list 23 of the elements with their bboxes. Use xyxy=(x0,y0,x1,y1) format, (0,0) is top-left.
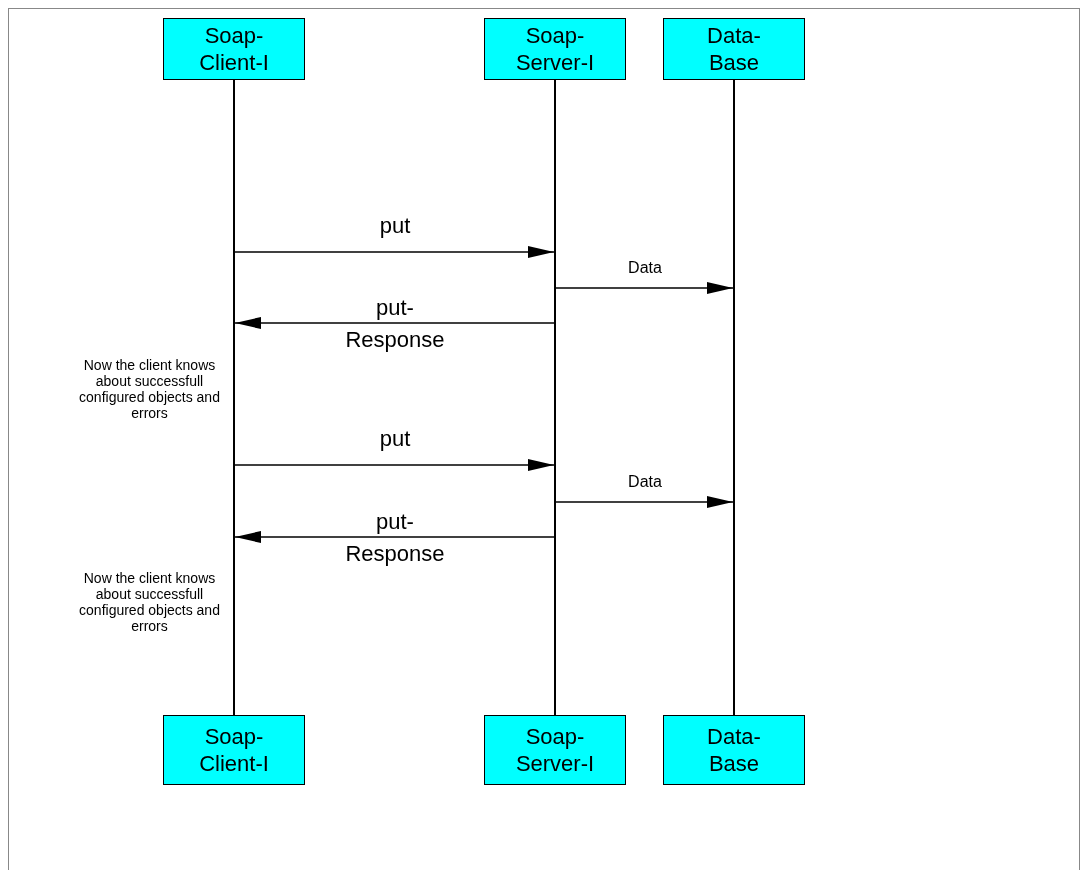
message-label: put xyxy=(378,425,412,453)
message-label: Data xyxy=(627,258,663,278)
participant-box: Soap- Server-I xyxy=(484,715,626,785)
message-arrow xyxy=(234,246,555,258)
message-label: put- Response xyxy=(344,294,446,354)
lifeline xyxy=(233,80,235,715)
message-label: Data xyxy=(627,472,663,492)
participant-box: Soap- Client-I xyxy=(163,18,305,80)
message-arrow xyxy=(234,459,555,471)
participant-box: Data- Base xyxy=(663,715,805,785)
lifeline xyxy=(733,80,735,715)
participant-box: Soap- Server-I xyxy=(484,18,626,80)
note-text: Now the client knows about successfull configured objects and errors xyxy=(78,570,221,634)
lifeline xyxy=(554,80,556,715)
message-arrow xyxy=(234,317,555,329)
participant-box: Soap- Client-I xyxy=(163,715,305,785)
message-label: put- Response xyxy=(344,508,446,568)
message-label: put xyxy=(378,212,412,240)
message-arrow xyxy=(555,496,734,508)
note-text: Now the client knows about successfull configured objects and errors xyxy=(78,357,221,421)
message-arrow xyxy=(234,531,555,543)
message-arrow xyxy=(555,282,734,294)
participant-box: Data- Base xyxy=(663,18,805,80)
